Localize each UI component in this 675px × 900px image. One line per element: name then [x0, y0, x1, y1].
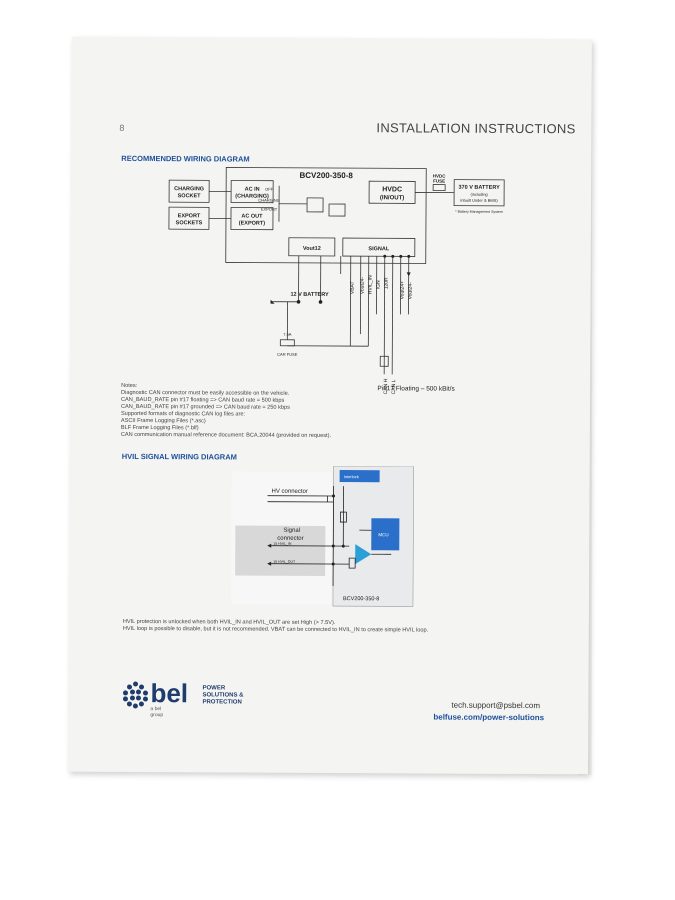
hvil-out-label: 16 HVIL_OUT	[273, 560, 296, 564]
hvil-note-line: HVIL loop is possible to disable, but it…	[122, 625, 429, 634]
notes-line: CAN communication manual reference docum…	[120, 431, 332, 440]
hvil-heading: HVIL SIGNAL WIRING DIAGRAM	[121, 451, 237, 462]
hvdc-fuse-label: HVDC	[433, 174, 447, 179]
export-sockets-label-2: SOCKETS	[176, 220, 203, 226]
signal-label: SIGNAL	[368, 246, 389, 252]
tagline-line: PROTECTION	[202, 699, 242, 706]
notes-block: Notes: Diagnostic CAN connector must be …	[121, 383, 421, 441]
vout12-label: Vout12	[303, 246, 321, 252]
mcu-label: MCU	[378, 532, 388, 537]
hvil-model-label: BCV200-350-8	[343, 596, 379, 602]
pin-vout24-pos: Vout24+	[400, 281, 406, 300]
pin-vout24-neg-2: Vout24-	[408, 282, 414, 300]
support-email[interactable]: tech.support@psbel.com	[451, 700, 541, 711]
signal-connector-label-2: connector	[277, 536, 303, 542]
ac-out-label: AC OUT	[241, 214, 263, 220]
fuse-label: 7.5A	[283, 332, 292, 337]
pin-120r: 120R	[384, 277, 390, 289]
bel-logo: bel POWER SOLUTIONS & PROTECTION a bel g…	[120, 678, 244, 718]
charging-socket-label: CHARGING	[174, 186, 204, 192]
battery12-label: 12 V BATTERY	[290, 292, 329, 298]
battery-label-3: inbuilt Under & BMS)	[460, 198, 498, 203]
battery-label: 370 V BATTERY	[458, 185, 500, 191]
logo-wordmark: bel	[150, 678, 189, 709]
ac-in-label: AC IN	[245, 187, 260, 193]
bms-note: * Battery Management System	[455, 210, 503, 214]
pin-hvil-in: HVIL_IN	[368, 275, 374, 294]
export-sockets-label: EXPORT	[178, 213, 201, 219]
wiring-diagram: BCV200-350-8 CHARGING SOCKET EXPORT SOCK…	[168, 167, 505, 394]
hvdc-label: HVDC	[382, 186, 402, 193]
can-l-label: CAN L	[391, 379, 397, 394]
ac-in-label-2: (CHARGING)	[235, 194, 269, 200]
battery-label-2: (including	[471, 192, 488, 197]
logo-tagline: POWER SOLUTIONS & PROTECTION	[202, 685, 262, 706]
switch-charging-label: CHARGING	[258, 198, 280, 203]
can-h-label: CAN H	[383, 378, 389, 394]
pin-ign: IGN	[376, 280, 382, 289]
hvil-diagram: HV connector Signal connector Interlock …	[230, 465, 414, 607]
interlock-label: Interlock	[344, 474, 359, 479]
charging-socket-label-2: SOCKET	[178, 193, 202, 199]
hv-connector-label: HV connector	[272, 489, 308, 495]
pin-vbat: VBAT	[350, 281, 356, 294]
logo-subline: a bel group	[150, 706, 164, 719]
document-page: 8 INSTALLATION INSTRUCTIONS RECOMMENDED …	[68, 36, 592, 775]
website-link[interactable]: belfuse.com/power-solutions	[433, 712, 545, 723]
fuse-label-2: CAR FUSE	[277, 352, 298, 357]
hvdc-fuse-label-2: FUSE	[433, 179, 445, 184]
signal-connector-label: Signal	[283, 528, 300, 534]
switch-off-label: OFF	[265, 187, 274, 192]
ac-out-label-2: (EXPORT)	[239, 221, 265, 227]
hvil-notes: HVIL protection is unlocked when both HV…	[123, 619, 443, 635]
pin17-label: Pin17 Floating – 500 kBit/s	[377, 385, 455, 392]
hvdc-label-2: (IN/OUT)	[380, 195, 404, 201]
bel-dots-icon	[122, 681, 148, 709]
page-header: INSTALLATION INSTRUCTIONS	[376, 120, 576, 137]
switch-export-label: EXPORT	[261, 207, 278, 212]
page-number: 8	[119, 122, 125, 133]
model-label: BCV200-350-8	[299, 171, 353, 180]
pin-vout24-neg: Vout24-	[360, 277, 366, 295]
hvil-in-label: 15 HVIL_IN	[273, 542, 292, 546]
